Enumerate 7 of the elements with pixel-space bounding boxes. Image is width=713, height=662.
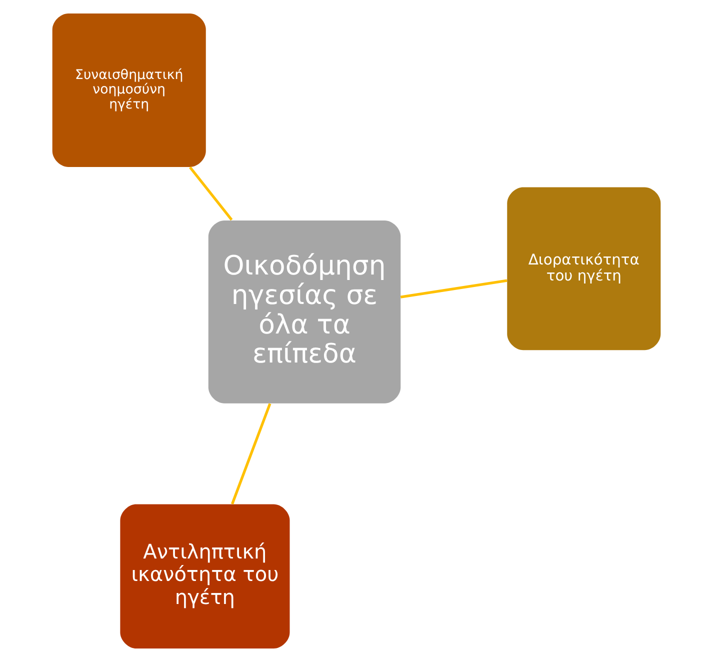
connector xyxy=(400,279,508,298)
connector xyxy=(230,403,272,504)
connector xyxy=(189,166,233,221)
node-box: Οικοδόμηση ηγεσίας σε όλα τα επίπεδα xyxy=(208,220,401,404)
node-box: Αντιληπτική ικανότητα του ηγέτη xyxy=(120,504,290,648)
node-box: Συναισθηματική νοημοσύνη ηγέτη xyxy=(52,14,206,168)
node-box: Διορατικότητα του ηγέτη xyxy=(507,187,661,350)
